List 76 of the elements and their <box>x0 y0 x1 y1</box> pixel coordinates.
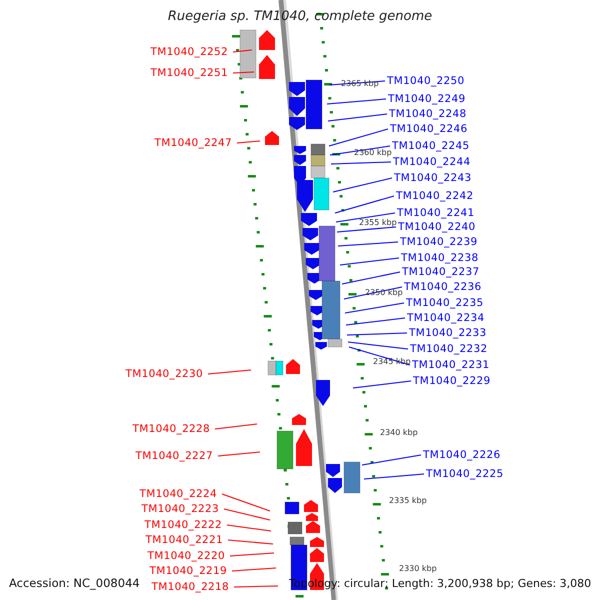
gene-label: TM1040_2250 <box>387 75 464 87</box>
gene-label: TM1040_2222 <box>144 519 222 531</box>
leader-line <box>352 380 412 388</box>
gene-label: TM1040_2239 <box>400 236 478 248</box>
leader-line <box>218 452 260 456</box>
gene-label: TM1040_2221 <box>146 534 223 546</box>
leader-line <box>234 586 278 588</box>
leader-line <box>232 72 254 74</box>
leader-line <box>342 272 400 284</box>
gene-label: TM1040_2238 <box>401 252 478 264</box>
leader-line <box>232 568 276 572</box>
gene-label: TM1040_2237 <box>402 266 480 278</box>
leader-line <box>332 178 392 192</box>
leader-line <box>230 552 274 556</box>
leader-line <box>236 140 260 144</box>
leader-line <box>344 302 404 314</box>
gene-label: TM1040_2249 <box>388 93 466 105</box>
gene-label: TM1040_2247 <box>154 137 232 149</box>
leader-line <box>346 318 406 326</box>
leader-line <box>348 342 408 350</box>
leader-line <box>364 474 424 480</box>
gene-label: TM1040_2229 <box>413 375 490 387</box>
gene-label: TM1040_2232 <box>410 343 488 355</box>
gene-label: TM1040_2252 <box>150 46 228 58</box>
gene-label: TM1040_2230 <box>126 368 203 380</box>
leader-line <box>326 98 386 104</box>
gene-label: TM1040_2244 <box>393 156 470 168</box>
leader-line <box>224 508 270 520</box>
gene-label: TM1040_2223 <box>142 503 219 515</box>
leader-line <box>336 212 396 222</box>
gene-label: TM1040_2240 <box>398 221 476 233</box>
scale-label: 2340 kbp <box>380 428 418 438</box>
leader-line <box>328 114 388 122</box>
leader-line <box>222 494 270 512</box>
gene-label: TM1040_2233 <box>409 327 486 339</box>
gene-label: TM1040_2220 <box>148 550 225 562</box>
leader-line <box>330 162 392 164</box>
leader-line <box>340 258 400 266</box>
leader-line <box>336 226 396 232</box>
gene-label: TM1040_2235 <box>406 297 484 309</box>
gene-label: TM1040_2241 <box>397 207 474 219</box>
gene-label: TM1040_2245 <box>392 140 470 152</box>
gene-label: TM1040_2248 <box>389 108 466 120</box>
leader-line <box>334 196 394 214</box>
leader-line <box>328 128 388 146</box>
gene-label: TM1040_2236 <box>404 281 482 293</box>
leader-line <box>330 146 390 156</box>
gene-label: TM1040_2228 <box>132 423 210 435</box>
gene-label: TM1040_2246 <box>390 123 468 135</box>
gene-label: TM1040_2231 <box>412 359 490 371</box>
gene-label: TM1040_2251 <box>150 67 228 79</box>
accession-text: Accession: NC_008044 <box>9 576 140 591</box>
gene-label: TM1040_2225 <box>426 468 504 480</box>
gene-label: TM1040_2243 <box>394 172 472 184</box>
gene-label: TM1040_2234 <box>407 312 484 324</box>
leader-line <box>338 242 398 246</box>
leader-line <box>346 332 408 336</box>
gene-label: TM1040_2226 <box>423 449 500 461</box>
leader-line <box>348 346 410 366</box>
leader-line <box>228 540 274 544</box>
leader-line <box>208 370 252 374</box>
leader-line <box>232 50 252 52</box>
gene-label: TM1040_2227 <box>136 450 213 462</box>
scale-label: 2330 kbp <box>399 564 437 574</box>
gene-label: TM1040_2242 <box>396 190 474 202</box>
leader-line <box>226 524 272 532</box>
scale-label: 2360 kbp <box>354 148 392 158</box>
gene-label: TM1040_2218 <box>152 581 229 593</box>
gene-label: TM1040_2224 <box>140 488 217 500</box>
title: Ruegeria sp. TM1040, complete genome <box>166 9 434 24</box>
genome-info-text: Topology: circular; Length: 3,200,938 bp; Genes: 3,080 <box>289 576 592 591</box>
scale-label: 2335 kbp <box>389 496 427 506</box>
gene-label: TM1040_2219 <box>150 565 227 577</box>
scale-label: 2355 kbp <box>359 218 397 228</box>
leader-line <box>214 424 258 430</box>
leader-line <box>362 454 422 466</box>
